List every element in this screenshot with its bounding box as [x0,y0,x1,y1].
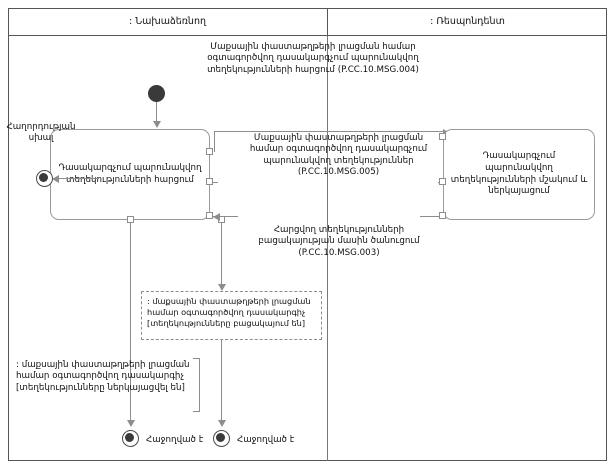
swimlane-divider [327,36,328,461]
error-final-node [36,170,53,187]
activity-request-classifier-info[interactable]: Դասակարգչում պարունակվող տեղեկություններ… [50,129,210,220]
initial-node [148,85,165,102]
port-process-out-response[interactable] [439,178,446,185]
port-request-out-left[interactable] [127,216,134,223]
flow-notice-from-respondent [420,216,443,217]
activity-request-label: Դասակարգչում պարունակվող տեղեկություններ… [58,162,202,185]
flow-right-branch-to-note [221,223,222,288]
final-node-left [122,430,139,447]
port-request-out-top[interactable] [206,148,213,155]
arrowhead-left-final [126,420,135,427]
arrowhead-right-final [217,420,226,427]
message-label-request-top: Մաքսային փաստաթղթերի լրացման համար օգտագ… [207,42,419,75]
final-node-right [213,430,230,447]
arrowhead-initial-to-request [152,121,161,128]
diagram-frame [8,8,607,461]
flow-note-to-final-right [221,340,222,423]
arrowhead-notice-to-request [213,212,220,221]
swimlane-header-respondent: : Ռեսպոնդենտ [328,8,607,36]
note-missing-label: : մաքսային փաստաթղթերի լրացման համար օգտ… [147,296,311,328]
flow-left-branch-down [130,223,131,423]
port-process-in-request[interactable] [439,133,446,140]
note-presented-label: : մաքսային փաստաթղթերի լրացման համար օգտ… [16,360,190,393]
message-label-response: Մաքսային փաստաթղթերի լրացման համար օգտագ… [249,133,428,178]
activity-process-and-present[interactable]: Դասակարգչում պարունակվող տեղեկություններ… [443,129,595,220]
final-node-left-label: Հաջողված է [146,435,204,445]
flow-initial-to-request [156,102,157,124]
swimlane-title-respondent: : Ռեսպոնդենտ [430,16,505,27]
note-missing-information: : մաքսային փաստաթղթերի լրացման համար օգտ… [141,291,322,340]
final-node-right-label: Հաջողված է [237,435,295,445]
port-process-out-notice[interactable] [439,212,446,219]
swimlane-header-initiator: : Նախաձեռնող [8,8,328,36]
flow-notice-to-request [213,216,237,217]
port-request-in-response[interactable] [206,178,213,185]
arrowhead-error-final [52,174,59,183]
flow-request-to-error-final [57,178,99,179]
flow-request-up-segment [214,131,215,152]
arrowhead-to-note [217,284,226,291]
activity-process-label: Դասակարգչում պարունակվող տեղեկություններ… [450,151,588,197]
message-label-notice-missing: Հարցվող տեղեկությունների բացակայության մ… [258,225,420,258]
flow-response-stub-left [213,182,218,183]
flow-notice-corner [237,216,238,217]
swimlane-title-initiator: : Նախաձեռնող [129,16,206,27]
flow-request-horizontal-top [214,131,443,132]
label-communication-error: Հաղորդության սխալ [6,122,76,144]
note-presented-bracket [193,358,200,412]
port-request-in-notice[interactable] [206,212,213,219]
